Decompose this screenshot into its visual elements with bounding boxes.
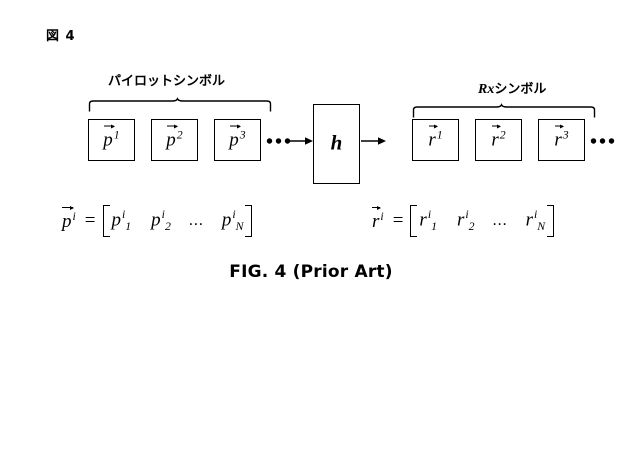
connector-pilot-to-channel xyxy=(288,136,313,146)
rx-equation-equals: = xyxy=(392,210,404,232)
rx-equation-lhs: ri xyxy=(372,205,384,233)
vector-arrow-icon xyxy=(428,124,438,129)
rx-symbol-box-1: r1 xyxy=(412,119,459,161)
rx-symbol-box-3: r3 xyxy=(538,119,585,161)
vector-arrow-icon xyxy=(62,205,75,210)
rx-vector-letter-2: r xyxy=(491,124,501,152)
pilot-vector-letter-3: p xyxy=(229,124,242,152)
pilot-group-caption: パイロットシンボル xyxy=(108,70,225,89)
connector-channel-to-rx xyxy=(361,136,386,146)
pilot-vector-letter-1: p xyxy=(103,124,116,152)
rx-vector-letter-3: r xyxy=(554,124,564,152)
pilot-equation-rhs: pi1 pi2 ... piN xyxy=(102,204,253,238)
rx-vector-letter-1: r xyxy=(428,124,438,152)
pilot-vector-equation: pi = pi1 pi2 ... piN xyxy=(62,204,253,238)
rx-term-1: ri1 xyxy=(419,208,437,234)
pilot-term-2: pi2 xyxy=(151,208,171,234)
pilot-symbol-box-3: p3 xyxy=(214,119,261,161)
rx-vector-equation: ri = ri1 ri2 ... riN xyxy=(372,204,554,238)
rx-equation-dots: ... xyxy=(492,212,508,230)
vector-arrow-icon xyxy=(491,124,501,129)
channel-label: h xyxy=(330,130,343,155)
pilot-symbol-box-1: p1 xyxy=(88,119,135,161)
pilot-equation-lhs: pi xyxy=(62,205,76,233)
pilot-vector-letter-2: p xyxy=(166,124,179,152)
rx-term-n: riN xyxy=(525,208,546,234)
vector-arrow-icon xyxy=(103,124,116,129)
pilot-symbol-2: p2 xyxy=(152,124,197,152)
pilot-group-caption-text: パイロットシンボル xyxy=(108,74,226,89)
vector-arrow-icon xyxy=(166,124,179,129)
pilot-equation-equals: = xyxy=(84,210,96,232)
rx-group-brace xyxy=(412,103,596,118)
rx-group-caption-latin: Rx xyxy=(478,82,495,97)
pilot-equation-dots: ... xyxy=(188,212,204,230)
pilot-term-n: piN xyxy=(221,208,244,234)
rx-equation-rhs: ri1 ri2 ... riN xyxy=(410,204,554,238)
pilot-symbol-box-2: p2 xyxy=(151,119,198,161)
rx-group-caption: Rxシンボル xyxy=(478,78,546,98)
sheet-label: 図 4 xyxy=(46,29,76,44)
pilot-symbol-3: p3 xyxy=(215,124,260,152)
pilot-symbol-1: p1 xyxy=(89,124,134,152)
figure-caption: FIG. 4 (Prior Art) xyxy=(229,262,393,282)
rx-symbol-2: r2 xyxy=(476,124,521,152)
rx-term-2: ri2 xyxy=(456,208,475,234)
rx-ellipsis: ••• xyxy=(590,131,618,153)
rx-symbol-box-2: r2 xyxy=(475,119,522,161)
channel-block: h xyxy=(313,104,360,184)
pilot-group-brace xyxy=(88,97,272,112)
vector-arrow-icon xyxy=(554,124,564,129)
pilot-term-1: pi1 xyxy=(111,208,132,234)
rx-symbol-3: r3 xyxy=(539,124,584,152)
rx-symbol-1: r1 xyxy=(413,124,458,152)
vector-arrow-icon xyxy=(372,205,382,210)
vector-arrow-icon xyxy=(229,124,242,129)
rx-group-caption-kana: シンボル xyxy=(494,82,547,97)
pilot-ellipsis: ••• xyxy=(266,131,294,153)
